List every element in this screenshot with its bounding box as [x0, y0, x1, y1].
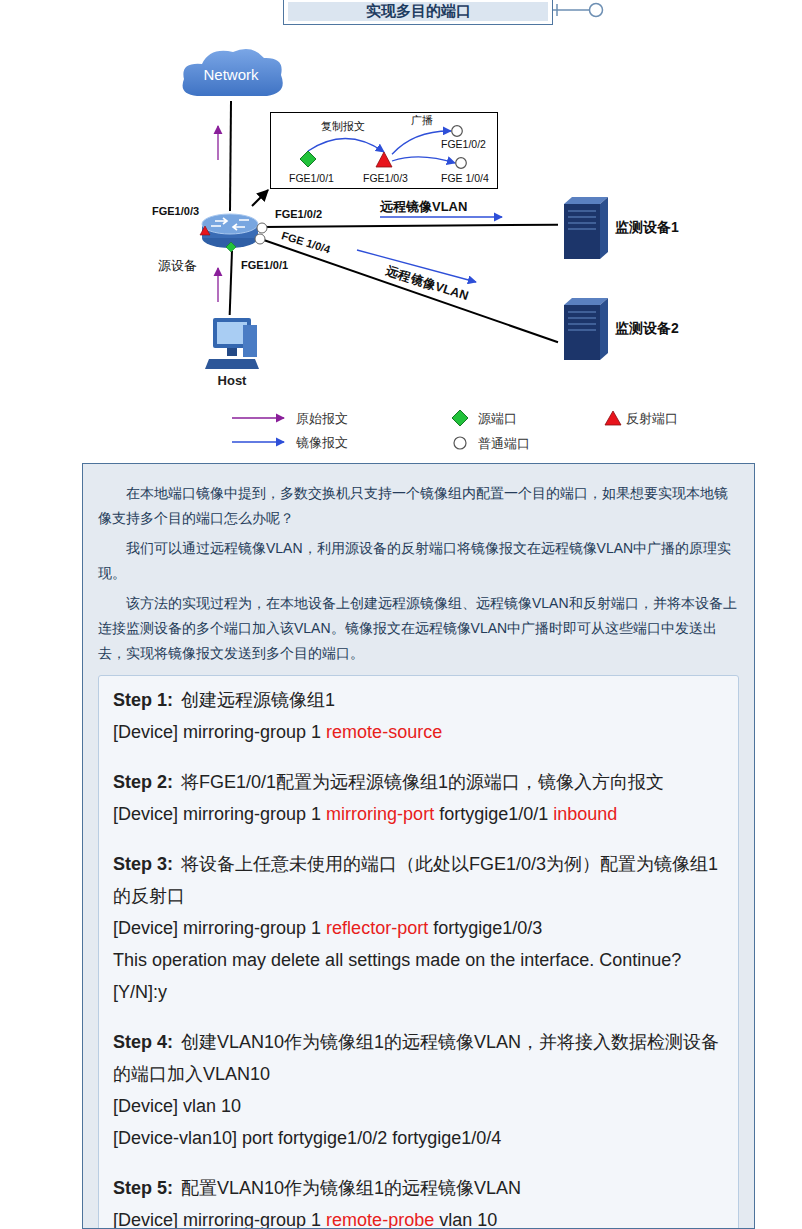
step-description: 将设备上任意未使用的端口（此处以FGE1/0/3为例）配置为镜像组1的反射口: [113, 854, 718, 906]
connector: [308, 138, 384, 152]
switch-icon: [197, 211, 263, 251]
command-keyword: remote-source: [326, 722, 442, 742]
diamond-node: FGE1/0/1: [300, 151, 316, 167]
device-label: 监测设备1: [615, 219, 679, 237]
legend-text: 反射端口: [626, 410, 678, 428]
inset-node: 复制报文广播FGE1/0/1FGE1/0/3FGE1/0/2FGE 1/0/4: [270, 112, 498, 189]
panel-node: 在本地端口镜像中提到，多数交换机只支持一个镜像组内配置一个目的端口，如果想要实现…: [82, 463, 755, 1229]
switch-node: 源设备: [197, 211, 263, 251]
paragraph: 该方法的实现过程为，在本地设备上创建远程源镜像组、远程镜像VLAN和反射端口，并…: [98, 591, 738, 666]
command-text: [Device] vlan 10: [113, 1096, 241, 1116]
command-text: [Device] mirroring-group 1: [113, 804, 321, 824]
port-label: FGE1/0/2: [441, 138, 486, 150]
paragraph: 我们可以通过远程镜像VLAN，利用源设备的反射端口将镜像报文在远程镜像VLAN中…: [98, 536, 738, 586]
command-keyword: inbound: [553, 804, 617, 824]
normal-port-circle: [455, 157, 467, 169]
legend-text: 原始报文: [296, 410, 348, 428]
step-line: [Device-vlan10] port fortygige1/0/2 fort…: [113, 1122, 724, 1154]
flow-note: 广播: [411, 113, 433, 128]
server-icon: [558, 195, 610, 261]
step-heading: Step 1:: [113, 690, 173, 710]
computer-icon: [203, 315, 261, 373]
server-icon: [558, 296, 610, 362]
flow-note: 复制报文: [321, 119, 365, 134]
command-text: [Device-vlan10] port fortygige1/0/2 fort…: [113, 1128, 501, 1148]
paragraph: 在本地端口镜像中提到，多数交换机只支持一个镜像组内配置一个目的端口，如果想要实现…: [98, 481, 738, 531]
legend-text: 源端口: [478, 410, 517, 428]
title-decoration: [553, 4, 603, 17]
title-text: 实现多目的端口: [366, 2, 471, 21]
connector: [230, 251, 232, 315]
legend-sample: [232, 409, 292, 427]
connector: [230, 101, 231, 211]
step-line: [Y/N]:y: [113, 976, 724, 1008]
step-line: Step 4:创建VLAN10作为镜像组1的远程镜像VLAN，并将接入数据检测设…: [113, 1026, 724, 1090]
command-text: [Device] mirroring-group 1: [113, 722, 321, 742]
circle-node: FGE1/0/2: [451, 125, 463, 137]
callout-arrow: [252, 190, 268, 206]
port-label: FGE1/0/3: [152, 205, 199, 217]
step-line: [Device] vlan 10: [113, 1090, 724, 1122]
step-description: 创建VLAN10作为镜像组1的远程镜像VLAN，并将接入数据检测设备的端口加入V…: [113, 1032, 719, 1084]
command-text: fortygige1/0/3: [433, 918, 542, 938]
triangle-node: FGE1/0/3: [376, 152, 392, 167]
server-node: 监测设备1: [558, 195, 690, 261]
server-node: 监测设备2: [558, 296, 690, 362]
vlan-label: 远程镜像VLAN: [383, 262, 470, 305]
step-line: Step 5: 配置VLAN10作为镜像组1的远程镜像VLAN: [113, 1172, 724, 1204]
connector: [392, 157, 455, 163]
legend-sample: [232, 433, 292, 451]
normal-port-circle: [451, 125, 463, 137]
step-line: [Device] mirroring-group 1mirroring-port…: [113, 798, 724, 830]
steps-node: Step 1: 创建远程源镜像组1 [Device] mirroring-group…: [98, 675, 739, 1229]
step-heading: Step 3:: [113, 854, 173, 874]
title-box: 实现多目的端口: [283, 0, 553, 25]
command-text: [Y/N]:y: [113, 982, 167, 1002]
port-label: FGE 1/0/4: [280, 229, 331, 255]
cloud-node: Network: [175, 43, 287, 101]
command-text: vlan 10: [439, 1210, 497, 1229]
step-description: 将FGE1/0/1配置为远程源镜像组1的源端口，镜像入方向报文: [181, 772, 664, 792]
step-line: This operation may delete all settings m…: [113, 944, 724, 976]
port-label: FGE1/0/3: [363, 172, 408, 184]
command-text: fortygige1/0/1: [439, 804, 548, 824]
step-line: [Device] mirroring-group 1remote-source: [113, 716, 724, 748]
circle-node: FGE 1/0/4: [455, 157, 467, 169]
step-line: Step 3:将设备上任意未使用的端口（此处以FGE1/0/3为例）配置为镜像组…: [113, 848, 724, 912]
port-label: FGE1/0/2: [275, 208, 322, 220]
connector: [263, 240, 558, 342]
connector: [263, 225, 558, 227]
cloud-label: Network: [203, 66, 258, 83]
device-label: 监测设备2: [615, 320, 679, 338]
port-label: FGE 1/0/4: [441, 172, 489, 184]
step-description: 创建远程源镜像组1: [181, 690, 335, 710]
original-flow-arrows: [217, 126, 218, 302]
step-heading: Step 5:: [113, 1178, 173, 1198]
step-line: Step 2: 将FGE1/0/1配置为远程源镜像组1的源端口，镜像入方向报文: [113, 766, 724, 798]
port-label: FGE1/0/1: [289, 172, 334, 184]
title-bar: 实现多目的端口: [288, 2, 548, 21]
step-line: [Device] mirroring-group 1 remote-probe vl…: [113, 1204, 724, 1229]
step-heading: Step 2:: [113, 772, 173, 792]
command-keyword: reflector-port: [326, 918, 428, 938]
step-line: [Device] mirroring-group 1reflector-port…: [113, 912, 724, 944]
reflector-port-triangle: [376, 152, 392, 167]
vlan-label: 远程镜像VLAN: [380, 198, 467, 216]
legend-text: 镜像报文: [296, 434, 348, 452]
command-text: [Device] mirroring-group 1: [113, 918, 321, 938]
step-line: Step 1: 创建远程源镜像组1: [113, 684, 724, 716]
command-keyword: mirroring-port: [326, 804, 434, 824]
command-keyword: remote-probe: [326, 1210, 434, 1229]
source-port-diamond: [300, 151, 316, 167]
step-heading: Step 4:: [113, 1032, 173, 1052]
device-label: 源设备: [158, 257, 197, 275]
port-label: FGE1/0/1: [241, 259, 288, 271]
host-node: Host: [203, 315, 261, 387]
legend-text: 普通端口: [478, 435, 530, 453]
step-description: 配置VLAN10作为镜像组1的远程镜像VLAN: [181, 1178, 521, 1198]
command-text: This operation may delete all settings m…: [113, 950, 681, 970]
host-label: Host: [203, 373, 261, 388]
command-text: [Device] mirroring-group 1: [113, 1210, 321, 1229]
